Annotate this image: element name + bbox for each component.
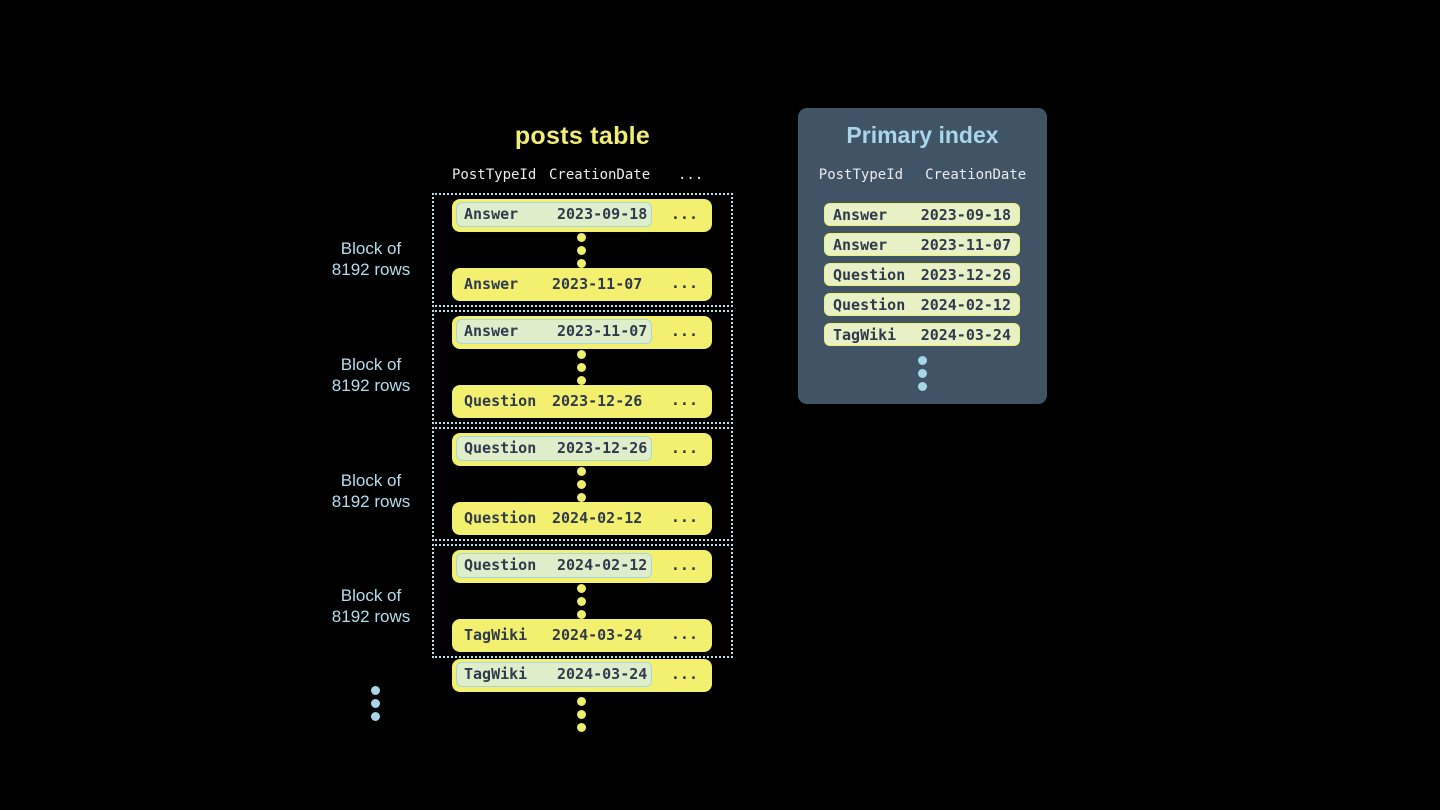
posts-column-posttypeid: PostTypeId bbox=[452, 167, 537, 183]
block-1: Answer 2023-09-18 ... Answer 2023-11-07 … bbox=[432, 193, 733, 307]
block-2: Answer 2023-11-07 ... Question 2023-12-2… bbox=[432, 310, 733, 424]
table-row: Question 2023-12-26 ... bbox=[452, 385, 712, 418]
posts-table-title: posts table bbox=[514, 122, 651, 150]
row-date: 2023-11-07 bbox=[552, 275, 643, 293]
row-date: 2024-03-24 bbox=[557, 665, 648, 683]
table-row: Question 2024-02-12 ... bbox=[452, 550, 712, 583]
index-date: 2024-02-12 bbox=[920, 295, 1011, 314]
row-posttype: Question bbox=[464, 439, 537, 457]
highlighted-key: Answer 2023-11-07 bbox=[456, 319, 652, 344]
row-ellipsis: ... bbox=[670, 205, 698, 223]
table-row: Answer 2023-09-18 ... bbox=[452, 199, 712, 232]
index-posttype: Answer bbox=[833, 205, 888, 224]
primary-index-panel: Primary index PostTypeId CreationDate An… bbox=[798, 108, 1047, 404]
ellipsis-dots bbox=[577, 233, 586, 268]
highlighted-key: Question 2024-02-12 bbox=[456, 553, 652, 578]
blocks-continue-dots bbox=[371, 686, 380, 721]
highlighted-key: Answer 2023-09-18 bbox=[456, 202, 652, 227]
row-ellipsis: ... bbox=[670, 556, 698, 574]
block-1-label: Block of 8192 rows bbox=[331, 239, 411, 279]
ellipsis-dots bbox=[577, 467, 586, 502]
row-date: 2023-12-26 bbox=[557, 439, 648, 457]
index-column-posttypeid: PostTypeId bbox=[818, 167, 904, 183]
row-posttype: Answer bbox=[464, 205, 519, 223]
row-date: 2023-12-26 bbox=[552, 392, 643, 410]
row-date: 2024-02-12 bbox=[552, 509, 643, 527]
primary-index-title: Primary index bbox=[846, 122, 999, 148]
block-3: Question 2023-12-26 ... Question 2024-02… bbox=[432, 427, 733, 541]
table-continues-dots bbox=[577, 697, 586, 732]
row-ellipsis: ... bbox=[670, 274, 698, 292]
table-row: Answer 2023-11-07 ... bbox=[452, 268, 712, 301]
index-date: 2024-03-24 bbox=[920, 325, 1011, 344]
index-posttype: Question bbox=[833, 265, 906, 284]
highlighted-key: Question 2023-12-26 bbox=[456, 436, 652, 461]
index-entry: Question 2024-02-12 bbox=[824, 293, 1020, 316]
block-4: Question 2024-02-12 ... TagWiki 2024-03-… bbox=[432, 544, 733, 658]
index-entry: Answer 2023-09-18 bbox=[824, 203, 1020, 226]
index-date: 2023-11-07 bbox=[920, 235, 1011, 254]
index-posttype: Answer bbox=[833, 235, 888, 254]
index-entry: TagWiki 2024-03-24 bbox=[824, 323, 1020, 346]
row-date: 2024-03-24 bbox=[552, 626, 643, 644]
block-4-label: Block of 8192 rows bbox=[331, 586, 411, 626]
table-row-overflow: TagWiki 2024-03-24 ... bbox=[452, 659, 712, 692]
row-ellipsis: ... bbox=[670, 439, 698, 457]
ellipsis-dots bbox=[577, 584, 586, 619]
index-date: 2023-09-18 bbox=[920, 205, 1011, 224]
table-row: Answer 2023-11-07 ... bbox=[452, 316, 712, 349]
row-ellipsis: ... bbox=[670, 625, 698, 643]
row-ellipsis: ... bbox=[670, 665, 698, 683]
row-ellipsis: ... bbox=[670, 322, 698, 340]
row-posttype: Answer bbox=[464, 275, 519, 293]
index-column-creationdate: CreationDate bbox=[925, 167, 1027, 183]
index-posttype: Question bbox=[833, 295, 906, 314]
row-ellipsis: ... bbox=[670, 508, 698, 526]
index-entry: Question 2023-12-26 bbox=[824, 263, 1020, 286]
posts-column-creationdate: CreationDate bbox=[549, 167, 651, 183]
posts-column-more: ... bbox=[678, 167, 704, 183]
row-ellipsis: ... bbox=[670, 391, 698, 409]
block-3-label: Block of 8192 rows bbox=[331, 471, 411, 511]
index-date: 2023-12-26 bbox=[920, 265, 1011, 284]
row-date: 2023-09-18 bbox=[557, 205, 648, 223]
table-row: Question 2024-02-12 ... bbox=[452, 502, 712, 535]
ellipsis-dots bbox=[577, 350, 586, 385]
table-row: Question 2023-12-26 ... bbox=[452, 433, 712, 466]
row-posttype: Question bbox=[464, 556, 537, 574]
row-posttype: Answer bbox=[464, 322, 519, 340]
primary-index-columns: PostTypeId CreationDate bbox=[798, 167, 1047, 183]
row-date: 2023-11-07 bbox=[557, 322, 648, 340]
row-date: 2024-02-12 bbox=[557, 556, 648, 574]
index-posttype: TagWiki bbox=[833, 325, 897, 344]
highlighted-key: TagWiki 2024-03-24 bbox=[456, 662, 652, 687]
row-posttype: Question bbox=[464, 509, 537, 527]
row-posttype: TagWiki bbox=[464, 626, 528, 644]
row-posttype: TagWiki bbox=[464, 665, 528, 683]
table-row: TagWiki 2024-03-24 ... bbox=[452, 619, 712, 652]
index-entry: Answer 2023-11-07 bbox=[824, 233, 1020, 256]
block-2-label: Block of 8192 rows bbox=[331, 355, 411, 395]
row-posttype: Question bbox=[464, 392, 537, 410]
index-continues-dots bbox=[918, 356, 927, 391]
